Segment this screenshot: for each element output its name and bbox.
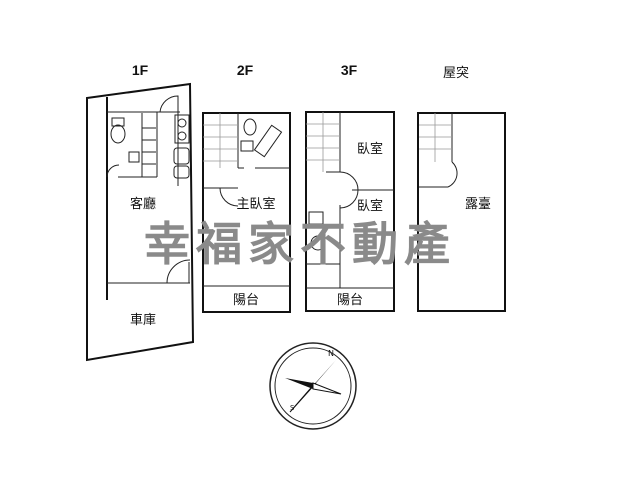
floor-3f: 臥室 臥室 陽台 [305, 111, 395, 312]
compass-north-label: N [328, 349, 334, 358]
room-balcony-2f: 陽台 [233, 293, 259, 308]
room-bedroom-3f-a: 臥室 [357, 141, 383, 157]
floor-label-roof: 屋突 [443, 65, 469, 81]
compass-icon: N S [269, 342, 357, 430]
watermark: 幸福家不動產 [144, 217, 456, 271]
room-bedroom-3f-b: 臥室 [357, 198, 383, 214]
room-master-bedroom: 主臥室 [236, 196, 275, 212]
floor-2f: 主臥室 陽台 [202, 112, 291, 313]
room-garage: 車庫 [130, 313, 156, 328]
room-balcony-3f: 陽台 [337, 293, 363, 308]
room-living: 客廳 [130, 196, 156, 212]
floor-label-3f: 3F [341, 62, 358, 78]
room-terrace: 露臺 [465, 197, 491, 212]
floor-label-1f: 1F [132, 62, 149, 78]
floor-label-2f: 2F [237, 62, 254, 78]
compass-south-label: S [290, 404, 295, 412]
floor-roof: 露臺 [417, 112, 506, 312]
floor-1f: 客廳 車庫 [86, 82, 195, 362]
